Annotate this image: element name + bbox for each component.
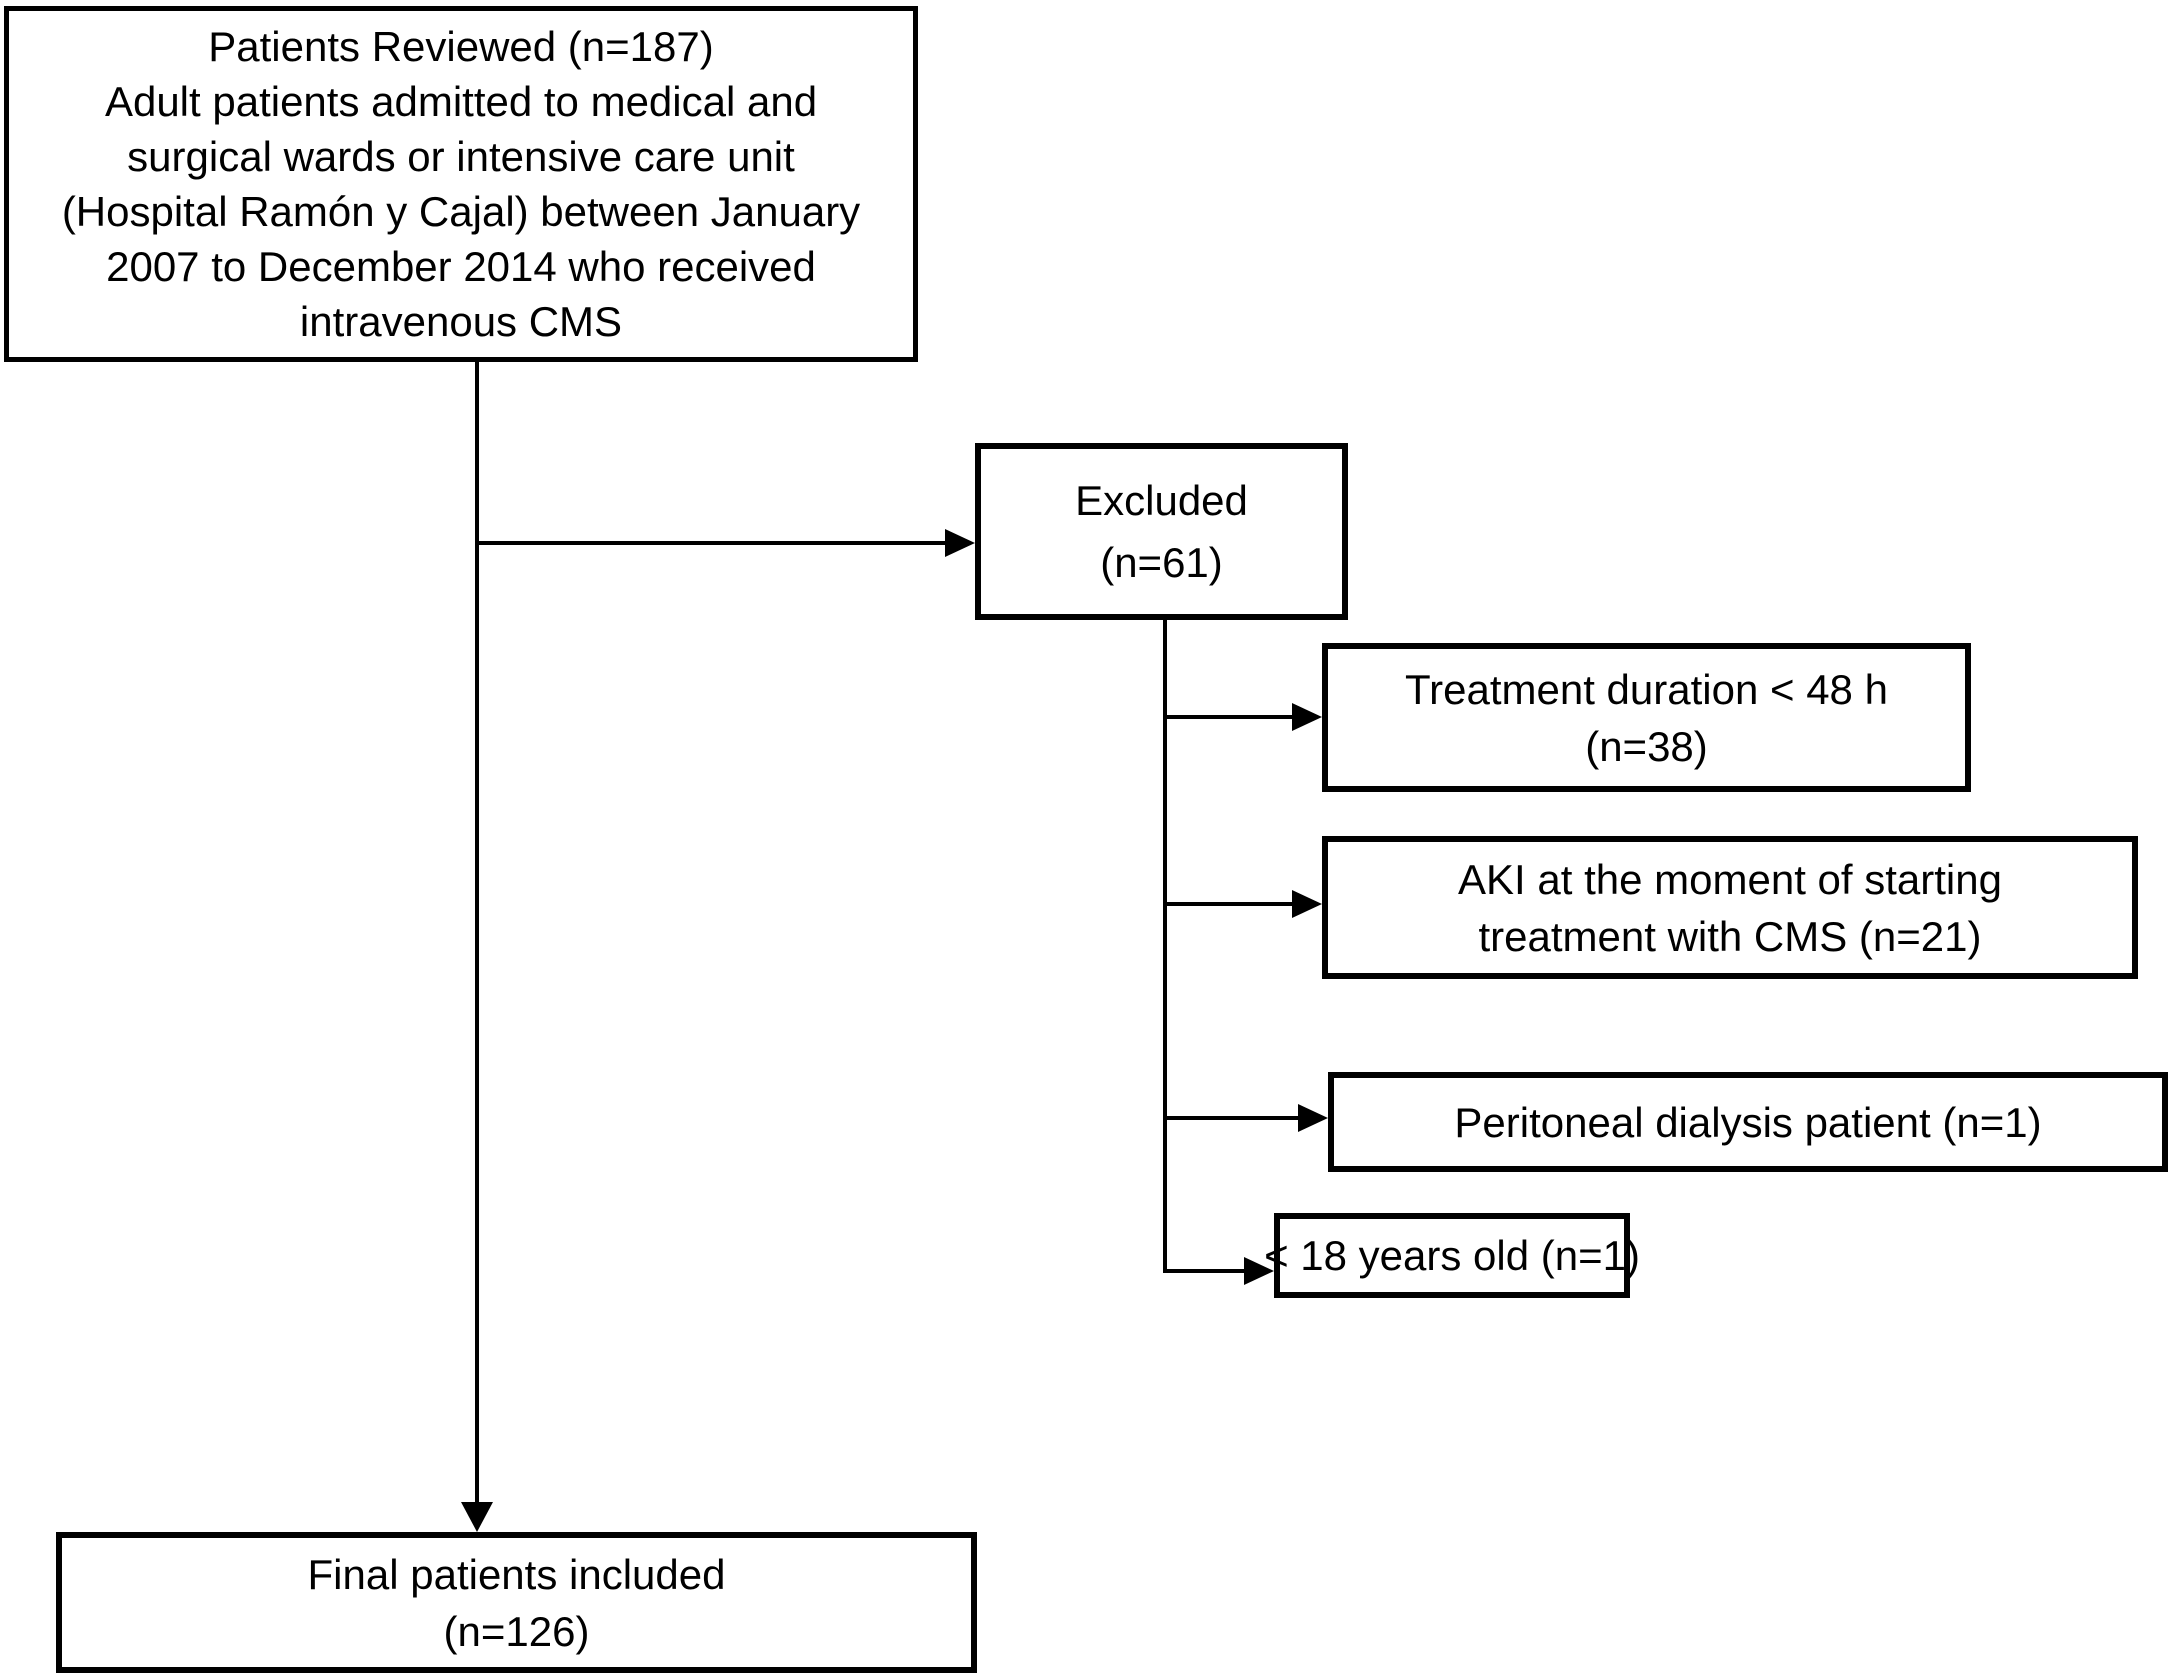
text-line: Patients Reviewed (n=187) bbox=[208, 23, 714, 70]
text-line: 2007 to December 2014 who received bbox=[106, 243, 816, 290]
text-line: surgical wards or intensive care unit bbox=[127, 133, 795, 180]
arrow-right-icon bbox=[1244, 1257, 1274, 1285]
aki-box: AKI at the moment of starting treatment … bbox=[1322, 836, 2138, 979]
text-line: treatment with CMS (n=21) bbox=[1478, 912, 1982, 960]
arrow-right-icon bbox=[1292, 890, 1322, 918]
reason2-branch-line bbox=[1163, 902, 1294, 906]
text-line: (Hospital Ramón y Cajal) between January bbox=[61, 188, 861, 235]
text-line: Treatment duration < 48 h bbox=[1405, 665, 1888, 713]
text-line: Adult patients admitted to medical and bbox=[104, 78, 818, 125]
under-18-box: < 18 years old (n=1) bbox=[1264, 1213, 1640, 1298]
text-line: AKI at the moment of starting bbox=[1458, 855, 2002, 903]
arrow-down-icon bbox=[461, 1502, 493, 1532]
text-line: Peritoneal dialysis patient (n=1) bbox=[1454, 1098, 2042, 1146]
text-line: (n=61) bbox=[1100, 538, 1223, 586]
peritoneal-dialysis-box: Peritoneal dialysis patient (n=1) bbox=[1328, 1072, 2168, 1172]
patients-reviewed-box: Patients Reviewed (n=187) Adult patients… bbox=[4, 6, 918, 362]
reason3-branch-line bbox=[1163, 1116, 1300, 1120]
reason4-branch-line bbox=[1163, 1269, 1246, 1273]
text-line: (n=38) bbox=[1585, 722, 1708, 770]
text-line: (n=126) bbox=[443, 1607, 590, 1655]
arrow-right-icon bbox=[1292, 703, 1322, 731]
excluded-box: Excluded (n=61) bbox=[975, 443, 1348, 620]
main-flow-line bbox=[475, 362, 479, 1504]
final-included-box: Final patients included (n=126) bbox=[56, 1532, 977, 1673]
text-line: < 18 years old (n=1) bbox=[1264, 1232, 1640, 1279]
excluded-branch-line bbox=[475, 541, 947, 545]
text-line: intravenous CMS bbox=[299, 298, 623, 345]
text-line: Final patients included bbox=[307, 1550, 726, 1598]
arrow-right-icon bbox=[1298, 1104, 1328, 1132]
excluded-spine-line bbox=[1163, 620, 1167, 1273]
treatment-duration-box: Treatment duration < 48 h (n=38) bbox=[1322, 643, 1971, 792]
reason1-branch-line bbox=[1163, 715, 1294, 719]
text-line: Excluded bbox=[1075, 476, 1248, 524]
arrow-right-icon bbox=[945, 529, 975, 557]
